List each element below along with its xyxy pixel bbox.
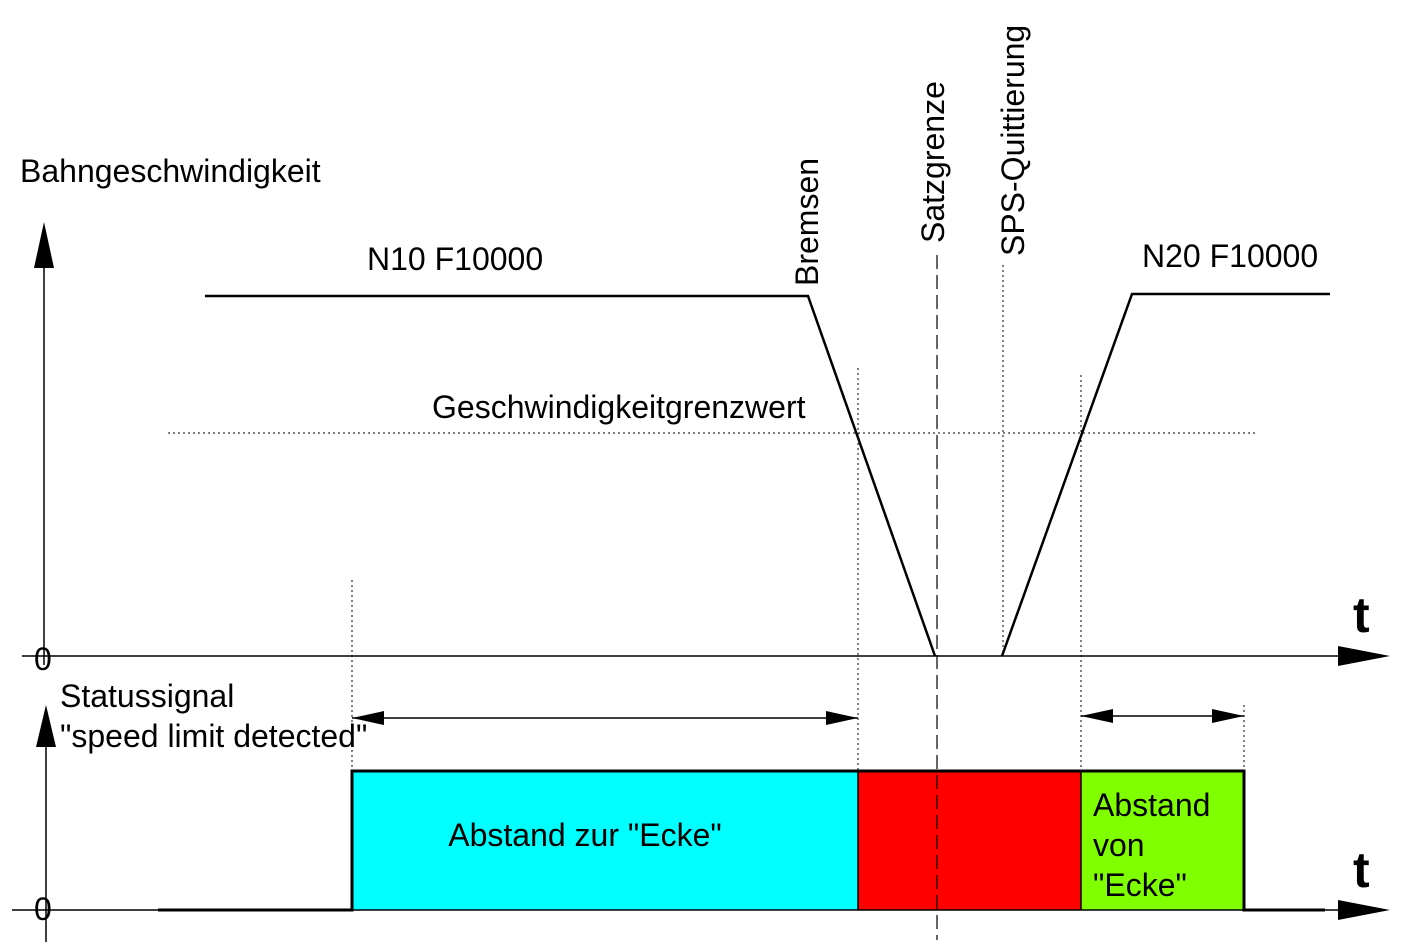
region-middle bbox=[858, 771, 1081, 910]
x-axis-label: t bbox=[1353, 842, 1370, 898]
zero-label: 0 bbox=[34, 641, 52, 677]
upper-x-arrowhead bbox=[1338, 646, 1390, 666]
block-n20-label: N20 F10000 bbox=[1142, 238, 1318, 274]
arrowhead bbox=[1212, 709, 1244, 723]
region-before-corner bbox=[352, 771, 858, 910]
region-after-corner bbox=[1081, 771, 1244, 910]
event-sps-quittierung: SPS-Quittierung bbox=[995, 25, 1031, 256]
threshold-label: Geschwindigkeitgrenzwert bbox=[432, 389, 806, 425]
arrowhead bbox=[352, 711, 384, 725]
event-bremsen: Bremsen bbox=[789, 158, 825, 286]
status-signal bbox=[158, 769, 1325, 912]
arrowhead bbox=[826, 711, 858, 725]
region-after-label-2: von bbox=[1093, 827, 1145, 863]
event-satzgrenze: Satzgrenze bbox=[915, 81, 951, 243]
lower-x-arrowhead bbox=[1338, 900, 1390, 920]
block-n10-label: N10 F10000 bbox=[367, 241, 543, 277]
status-label-signal: "speed limit detected" bbox=[60, 718, 367, 754]
region-after-label-1: Abstand bbox=[1093, 787, 1210, 823]
region-after-label-3: "Ecke" bbox=[1093, 867, 1187, 903]
arrowhead bbox=[1081, 709, 1113, 723]
speed-profile-n20 bbox=[1000, 292, 1330, 657]
upper-y-arrowhead bbox=[34, 222, 54, 268]
y-axis-label: Bahngeschwindigkeit bbox=[20, 153, 321, 189]
lower-y-arrowhead bbox=[36, 705, 56, 747]
speed-profile-n10 bbox=[205, 294, 937, 657]
x-axis-label: t bbox=[1353, 587, 1370, 643]
region-before-label: Abstand zur "Ecke" bbox=[448, 817, 722, 853]
status-label: Statussignal bbox=[60, 678, 234, 714]
zero-label: 0 bbox=[34, 891, 52, 927]
